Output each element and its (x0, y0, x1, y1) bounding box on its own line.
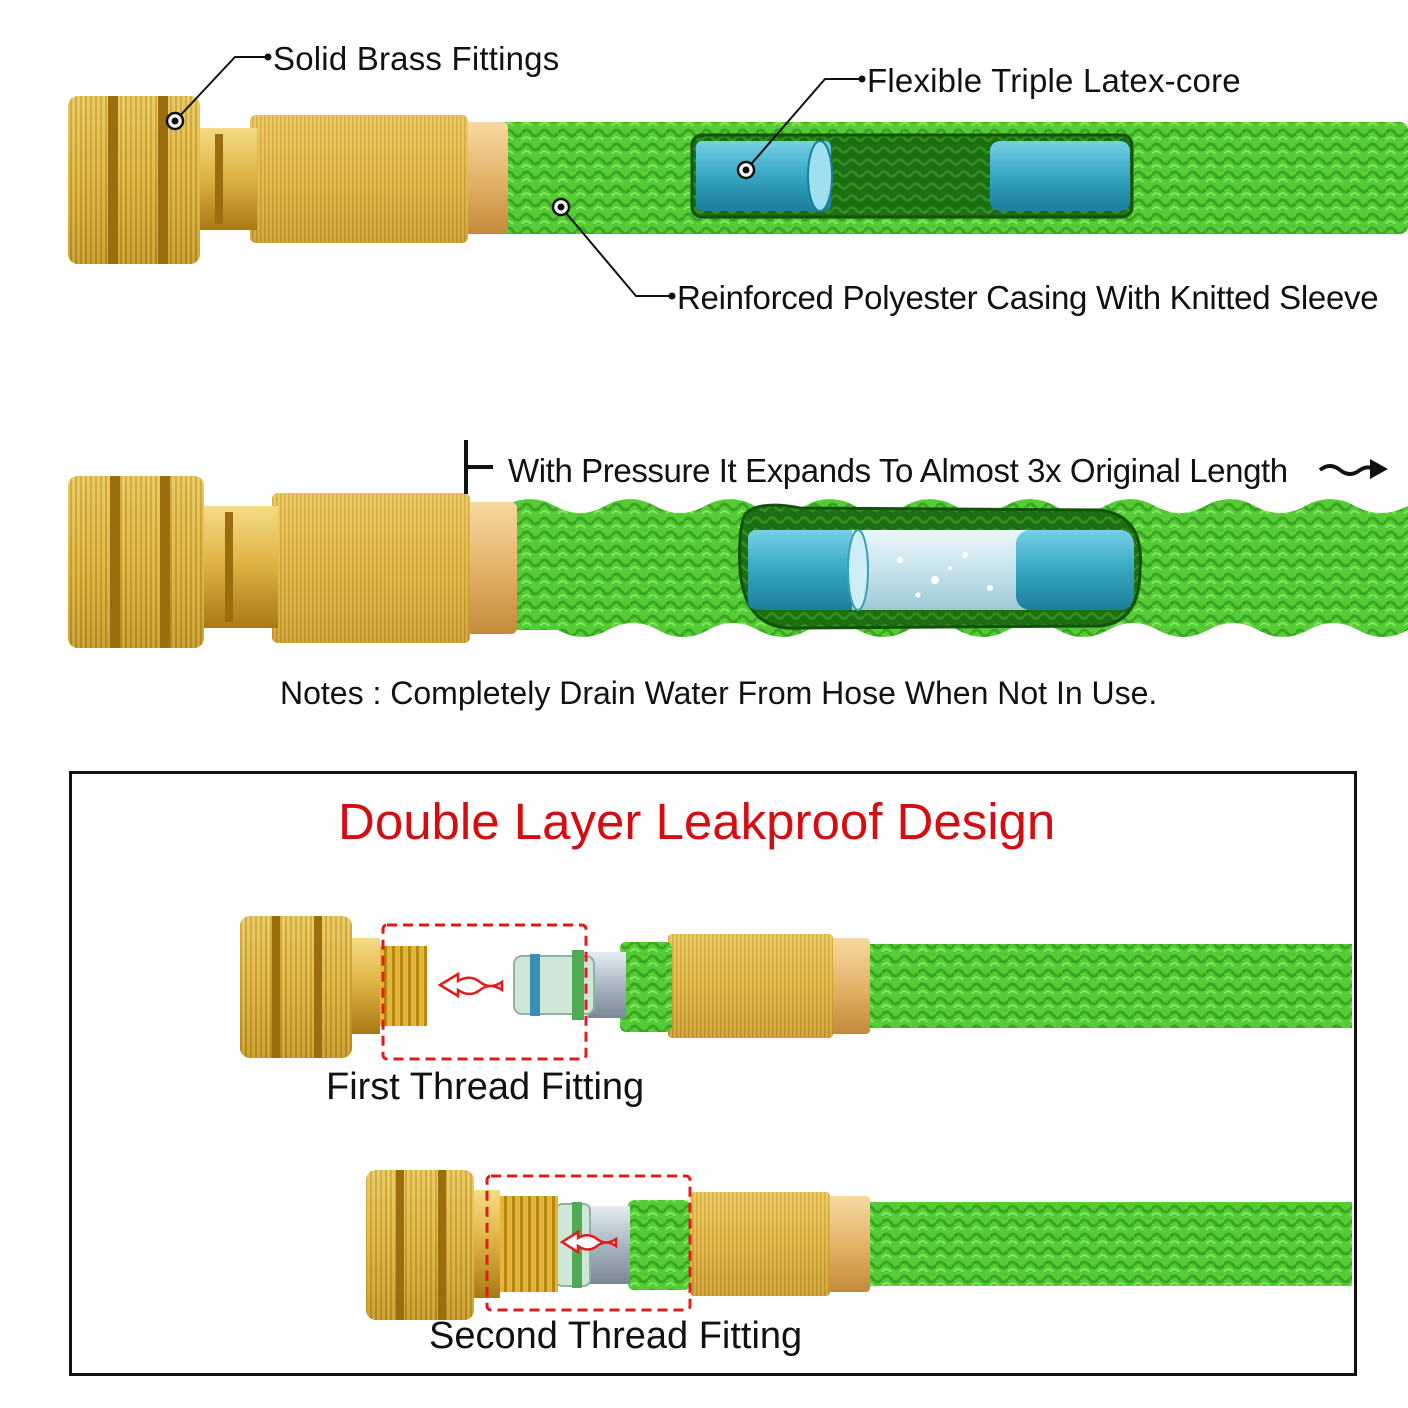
expand-arrow-icon (1318, 464, 1373, 476)
expanded-core-left (748, 530, 868, 610)
leakproof-design-panel (69, 771, 1357, 1376)
expand-description: With Pressure It Expands To Almost 3x Or… (508, 452, 1288, 489)
leader-line-latex (745, 78, 862, 171)
second-highlight-box (485, 1174, 692, 1312)
hose-illustration-expanded (68, 440, 1408, 648)
brass-neck (195, 128, 257, 230)
first-fitting-label: First Thread Fitting (326, 1066, 645, 1108)
first-fitting-illustration (240, 916, 1352, 1061)
first-hose-body (860, 944, 1352, 1028)
second-fitting-illustration (366, 1170, 1352, 1320)
panel-title: Double Layer Leakproof Design (338, 793, 1056, 850)
first-insert-arrow-icon (437, 971, 504, 999)
second-insert-arrow-icon (559, 1229, 618, 1255)
leader-line-brass (174, 56, 270, 122)
latex-core-right (990, 141, 1130, 211)
hose-collar (460, 122, 508, 234)
second-male-thread (496, 1196, 558, 1292)
water-core (852, 530, 1027, 610)
leader-line-casing (560, 206, 672, 297)
callout-brass-fittings: Solid Brass Fittings (273, 40, 560, 77)
second-hose-body (860, 1202, 1352, 1286)
usage-notes: Notes : Completely Drain Water From Hose… (280, 675, 1158, 711)
second-fitting-label: Second Thread Fitting (429, 1315, 803, 1357)
latex-core-left (696, 141, 831, 211)
callout-polyester-casing: Reinforced Polyester Casing With Knitted… (677, 279, 1379, 316)
first-highlight-box (381, 923, 588, 1061)
hose-illustration-top (68, 53, 1408, 300)
callout-latex-core: Flexible Triple Latex-core (867, 62, 1241, 99)
expanded-core-right (1016, 530, 1134, 610)
expanded-collar (462, 502, 517, 634)
